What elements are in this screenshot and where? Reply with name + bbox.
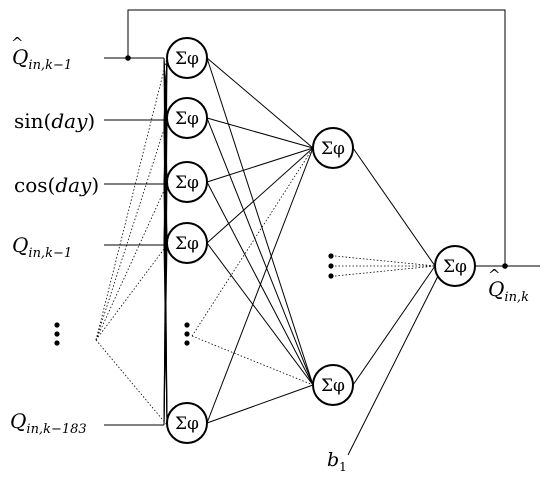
node-circle <box>312 364 354 406</box>
input-label-q-k-1: Qin,k−1 <box>12 233 72 261</box>
hidden-hidden-edge <box>206 242 314 386</box>
input-label-q-k-183: Qin,k−183 <box>10 409 87 437</box>
input-label-cos-day: cos(day) <box>14 173 99 197</box>
hidden2-ellipsis-edge <box>334 265 436 277</box>
output-label: ^ Qin,k <box>488 266 529 305</box>
bias-edge <box>347 273 440 456</box>
node-circle <box>166 402 208 444</box>
input-hidden-edge <box>163 242 168 426</box>
input-ellipsis-dot <box>54 340 60 346</box>
node-circle <box>434 245 476 287</box>
input-label-sin-day: sin(day) <box>14 109 95 133</box>
input-ellipsis-edge <box>95 339 168 426</box>
node-circle <box>312 127 354 169</box>
hidden-ellipsis-edge <box>191 335 314 386</box>
input-label-qhat-k-1: Qin,k−1 <box>12 45 72 73</box>
hidden-hidden-edge <box>206 147 314 244</box>
input-ellipsis-dot <box>54 331 60 337</box>
node-symbol: Σφ <box>175 109 199 129</box>
hidden-output-edge <box>352 265 436 386</box>
node-symbol: Σφ <box>321 376 345 396</box>
hidden1-node: Σφ <box>166 402 208 444</box>
hidden1-ellipsis-dot <box>184 322 190 328</box>
feedback-loop <box>125 9 508 269</box>
input-ellipsis-edge <box>95 119 168 341</box>
node-circle <box>166 97 208 139</box>
output-hat-mark: ^ <box>488 266 501 284</box>
hidden-hidden-edge <box>206 57 314 386</box>
node-symbol: Σφ <box>443 257 467 277</box>
hidden2-ellipsis-dot <box>328 253 334 259</box>
node-symbol: Σφ <box>321 139 345 159</box>
node-symbol: Σφ <box>175 49 199 69</box>
hidden-hidden-edge <box>206 147 314 183</box>
node-symbol: Σφ <box>175 234 199 254</box>
hidden-hidden-edge <box>206 57 314 149</box>
output-node: Σφ <box>434 245 476 287</box>
hidden-hidden-edge <box>206 181 314 386</box>
node-circle <box>166 222 208 264</box>
input-labels: Qin,k−1 ^ sin(day) cos(day) Qin,k−1 Qin,… <box>10 34 99 437</box>
hidden2-ellipsis-edge <box>334 255 436 267</box>
hidden-output-edge <box>352 147 436 267</box>
hidden1-node: Σφ <box>166 97 208 139</box>
hidden-hidden-edge <box>206 384 314 424</box>
hidden2-ellipsis-dot <box>328 273 334 279</box>
node-circle <box>166 37 208 79</box>
output-label-text: Qin,k <box>488 277 529 305</box>
input-ellipsis-edge <box>95 57 168 341</box>
input-ellipsis-edge <box>95 183 168 341</box>
ellipsis-markers <box>54 253 334 346</box>
node-symbol: Σφ <box>175 173 199 193</box>
hidden2-node: Σφ <box>312 364 354 406</box>
node-circle <box>166 161 208 203</box>
hidden1-node: Σφ <box>166 161 208 203</box>
bias-label: b1 <box>327 449 347 474</box>
hidden-ellipsis-edge <box>191 147 314 337</box>
feedback-junction-dot <box>125 55 131 61</box>
node-symbol: Σφ <box>175 414 199 434</box>
hidden1-ellipsis-dot <box>184 331 190 337</box>
hidden-hidden-edge <box>206 117 314 149</box>
hidden1-node: Σφ <box>166 37 208 79</box>
hidden-hidden-edge <box>206 117 314 386</box>
feedback-line <box>127 9 506 266</box>
output-junction-dot <box>502 263 508 269</box>
hidden1-ellipsis-dot <box>184 340 190 346</box>
input-ellipsis-edge <box>95 244 168 341</box>
hidden1-node: Σφ <box>166 222 208 264</box>
hidden2-ellipsis-dot <box>328 263 334 269</box>
hidden2-node: Σφ <box>312 127 354 169</box>
input-ellipsis-dot <box>54 322 60 328</box>
hidden-hidden-edge <box>206 147 314 424</box>
input-label-hat-mark: ^ <box>11 34 24 52</box>
